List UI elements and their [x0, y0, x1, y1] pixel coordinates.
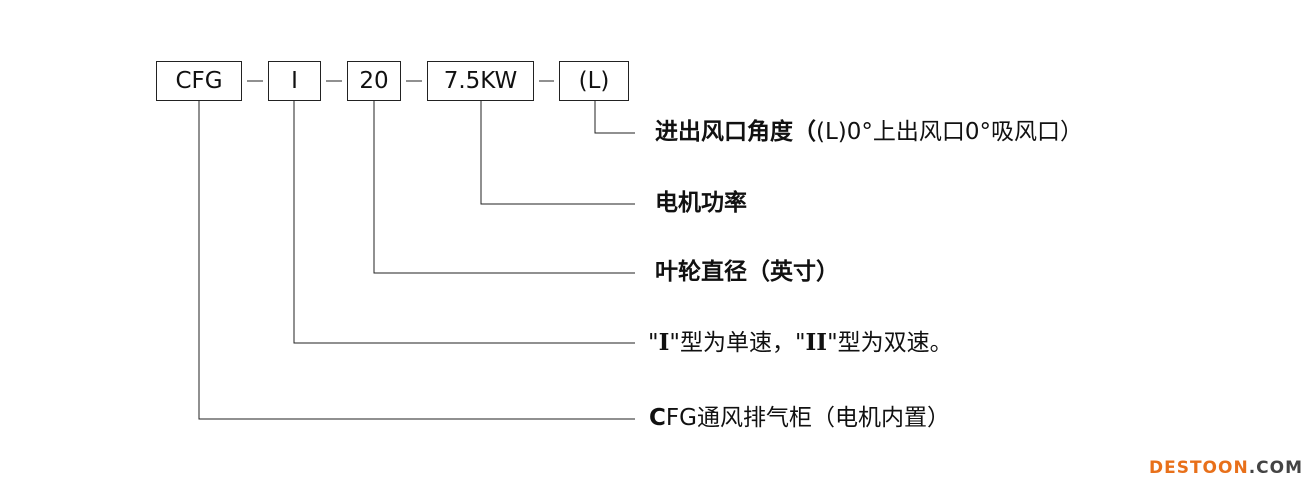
annotation-impeller-diameter: 叶轮直径（英寸）	[655, 259, 839, 285]
code-box-speed-type: I	[268, 61, 321, 101]
code-box-outlet-angle: (L)	[559, 61, 629, 101]
annotation-outlet-angle: 进出风口角度（(L)0°上出风口0°吸风口）	[655, 121, 1083, 144]
annotation-outlet-angle-title: 进出风口角度（	[655, 119, 816, 145]
speed-quote-open: "	[648, 330, 659, 356]
product-initial: C	[649, 405, 666, 431]
annotation-outlet-angle-detail: (L)0°上出风口0°吸风口）	[816, 119, 1084, 145]
watermark-domain: .COM	[1248, 458, 1303, 478]
leader-line-motor-power	[480, 101, 635, 205]
leader-line-product	[198, 101, 635, 420]
code-box-series: CFG	[156, 61, 242, 101]
leader-line-outlet-angle	[594, 101, 635, 134]
destoon-watermark: DESTOON.COM	[1149, 460, 1303, 477]
leader-line-impeller-diameter	[373, 101, 635, 274]
leader-line-speed	[293, 101, 635, 344]
product-name-rest: FG通风排气柜（电机内置）	[665, 405, 950, 431]
code-box-motor-power: 7.5KW	[427, 61, 534, 101]
speed-roman-double: II	[805, 329, 828, 356]
code-box-impeller-size: 20	[347, 61, 401, 101]
watermark-brand: DESTOON	[1148, 458, 1249, 478]
annotation-motor-power: 电机功率	[655, 190, 747, 216]
speed-roman-single: I	[658, 329, 670, 356]
annotation-product-name: CFG通风排气柜（电机内置）	[649, 407, 950, 430]
annotation-speed-type: "I"型为单速，"II"型为双速。	[648, 331, 953, 355]
speed-text-double: "型为双速。	[827, 330, 953, 356]
speed-text-single: "型为单速，"	[669, 330, 806, 356]
